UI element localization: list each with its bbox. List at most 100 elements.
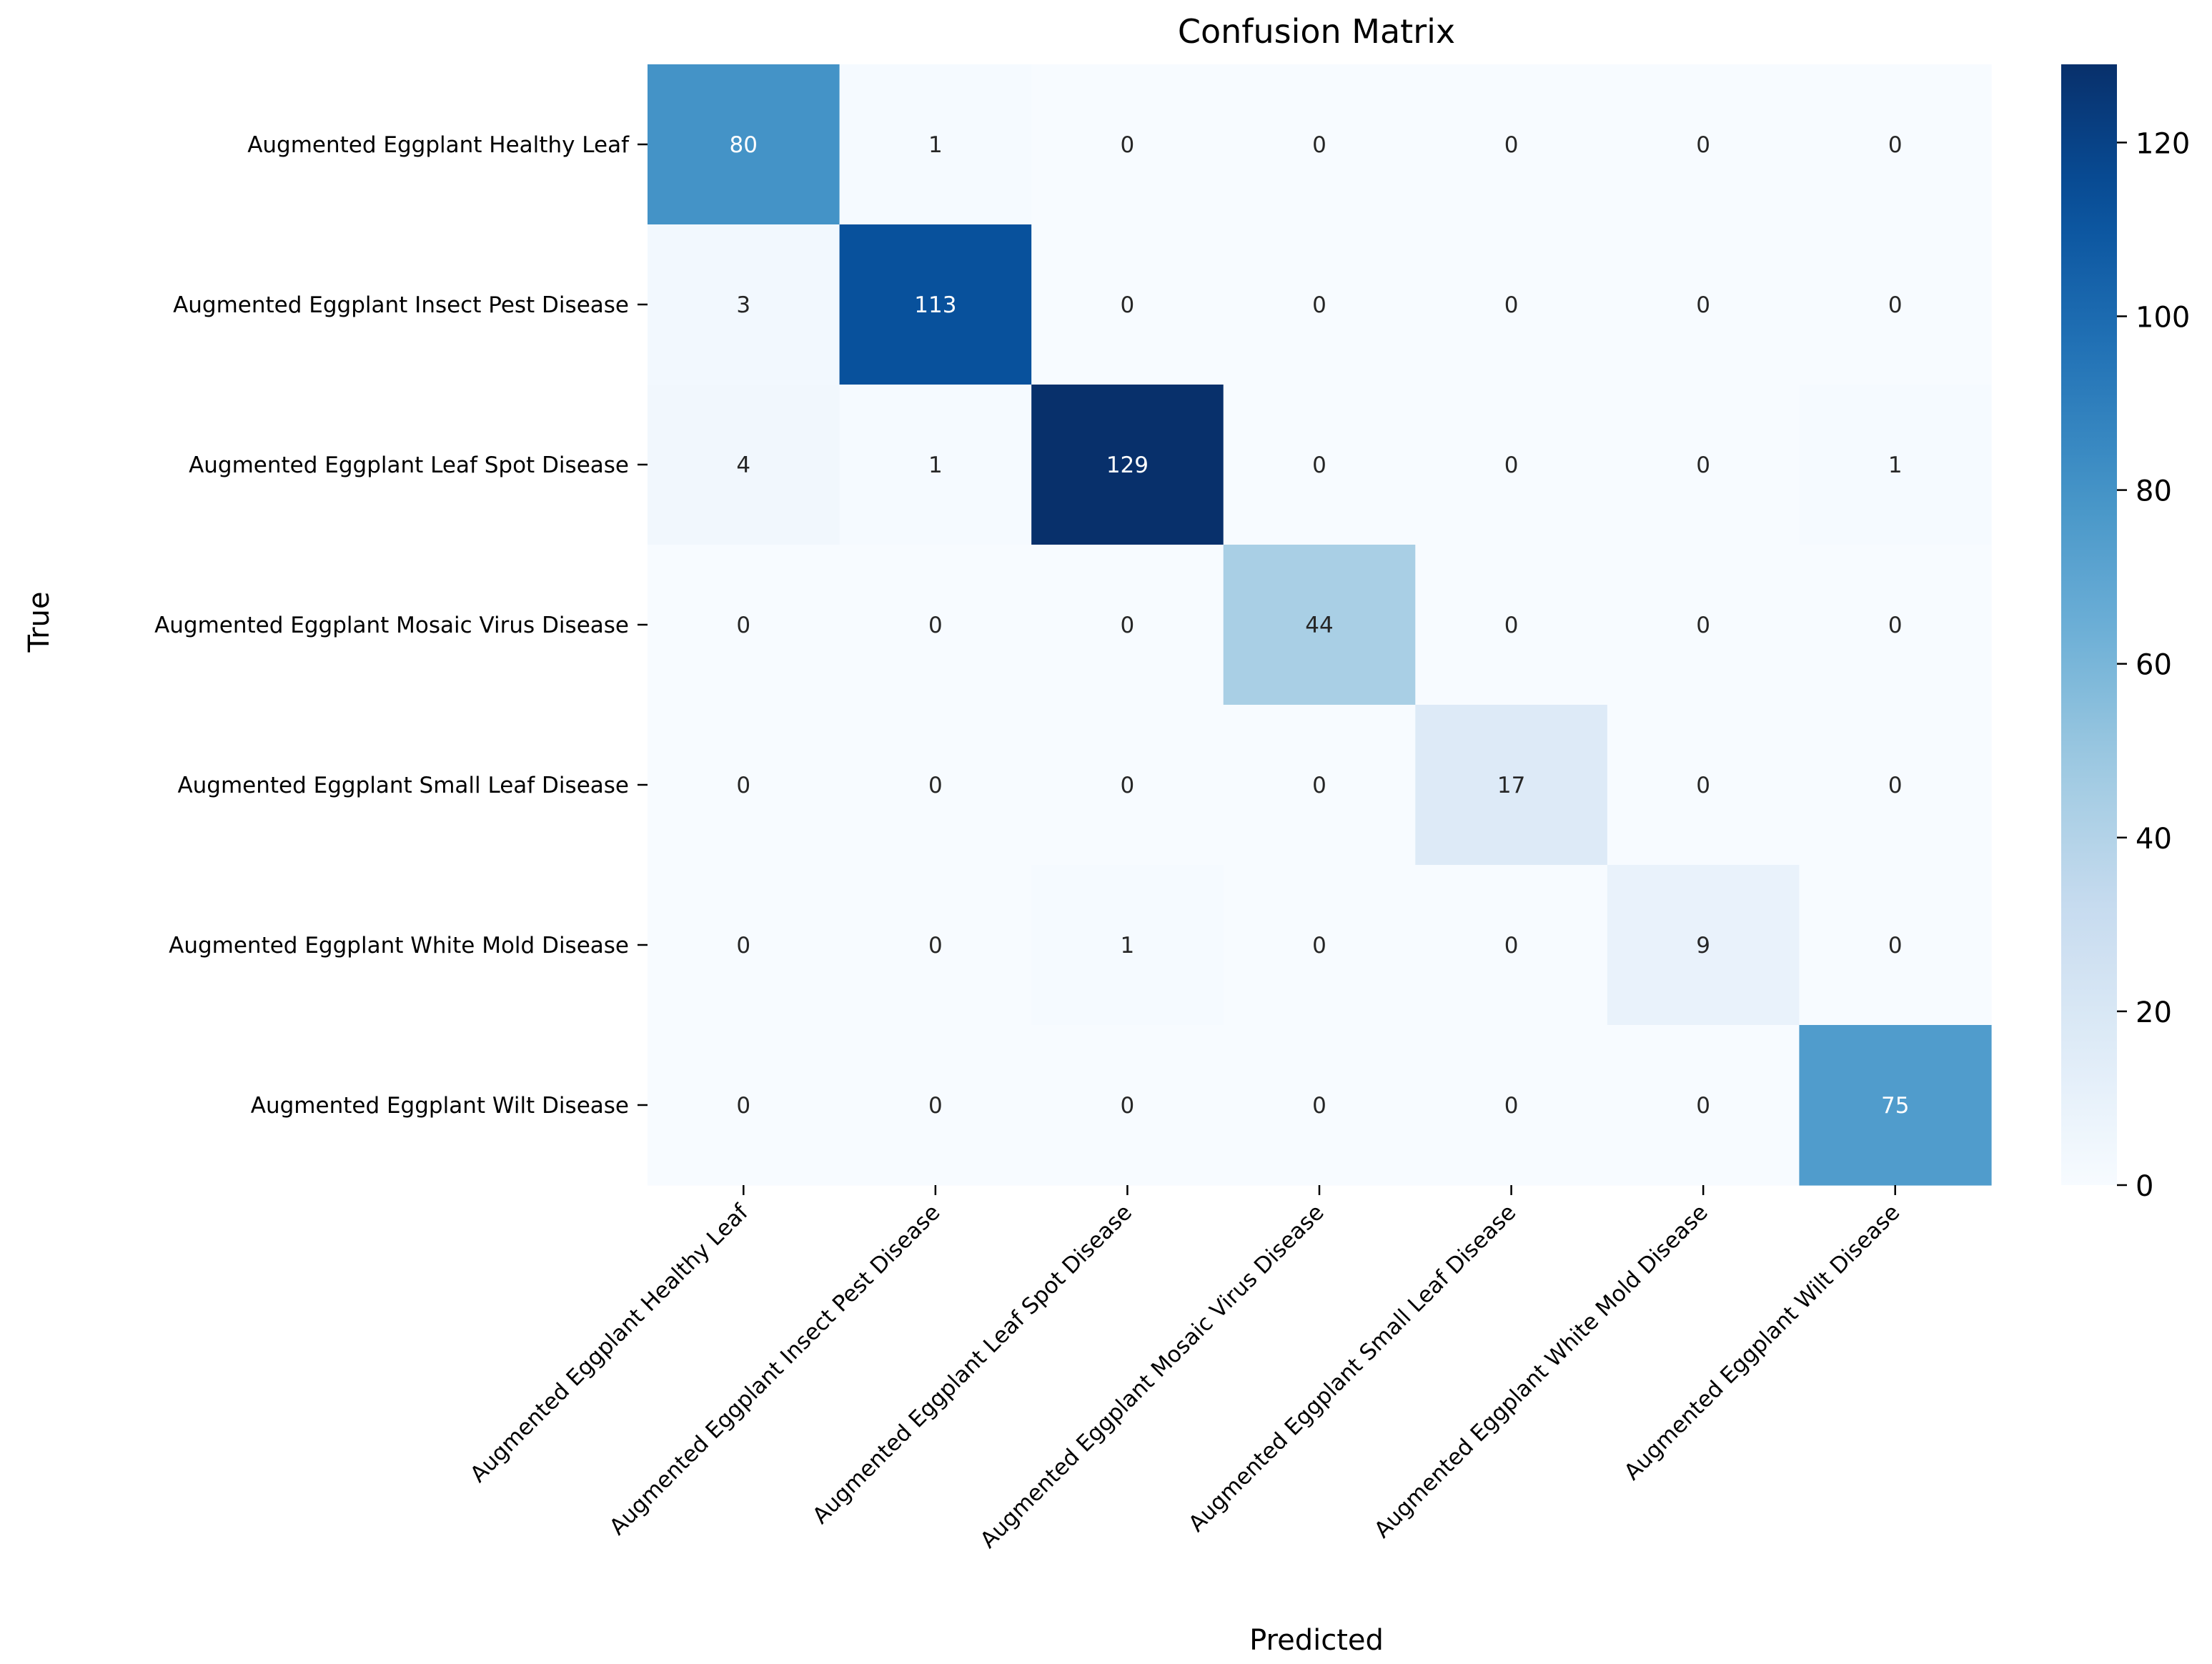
cell-value-r4-c5: 0 bbox=[1696, 773, 1710, 798]
cell-value-r1-c1: 113 bbox=[914, 292, 956, 318]
cell-value-r2-c3: 0 bbox=[1312, 452, 1326, 478]
cell-value-r3-c5: 0 bbox=[1696, 613, 1710, 638]
heatmap-cell-r6-c2 bbox=[1031, 1025, 1224, 1186]
heatmap-cell-r3-c0 bbox=[648, 545, 840, 705]
cell-value-r4-c2: 0 bbox=[1121, 773, 1135, 798]
x-axis-label: Predicted bbox=[1249, 1624, 1384, 1657]
heatmap-cell-r0-c1 bbox=[839, 64, 1032, 225]
colorbar-tick-label-6: 120 bbox=[2136, 127, 2190, 160]
heatmap-cell-r1-c5 bbox=[1607, 224, 1800, 385]
cell-value-r3-c0: 0 bbox=[736, 613, 750, 638]
cell-value-r1-c5: 0 bbox=[1696, 292, 1710, 318]
colorbar-gradient bbox=[2061, 64, 2117, 1185]
heatmap-cell-r4-c2 bbox=[1031, 705, 1224, 866]
cell-value-r5-c6: 0 bbox=[1888, 933, 1903, 959]
x-tick-label-1: Augmented Eggplant Insect Pest Disease bbox=[605, 1199, 946, 1540]
heatmap-cell-r5-c5 bbox=[1607, 865, 1800, 1026]
cell-value-r1-c6: 0 bbox=[1888, 292, 1903, 318]
heatmap-cell-r2-c0 bbox=[648, 385, 840, 545]
cell-value-r0-c4: 0 bbox=[1504, 132, 1519, 158]
cell-value-r3-c2: 0 bbox=[1121, 613, 1135, 638]
x-axis: Augmented Eggplant Healthy LeafAugmented… bbox=[465, 1185, 1905, 1553]
cell-value-r1-c2: 0 bbox=[1121, 292, 1135, 318]
heatmap-cell-r6-c6 bbox=[1799, 1025, 1992, 1186]
y-tick-label-6: Augmented Eggplant Wilt Disease bbox=[251, 1093, 629, 1119]
heatmap-cell-r3-c5 bbox=[1607, 545, 1800, 705]
heatmap-cell-r1-c3 bbox=[1223, 224, 1416, 385]
colorbar-tick-label-1: 20 bbox=[2136, 996, 2172, 1029]
heatmap-cell-r6-c0 bbox=[648, 1025, 840, 1186]
heatmap-cell-r3-c1 bbox=[839, 545, 1032, 705]
x-tick-label-3: Augmented Eggplant Mosaic Virus Disease bbox=[976, 1199, 1329, 1553]
heatmap-cell-r5-c2 bbox=[1031, 865, 1224, 1026]
cell-value-r6-c2: 0 bbox=[1121, 1093, 1135, 1119]
cell-value-r6-c1: 0 bbox=[928, 1093, 943, 1119]
cell-value-r6-c0: 0 bbox=[736, 1093, 750, 1119]
cell-value-r3-c4: 0 bbox=[1504, 613, 1519, 638]
heatmap-cell-r6-c3 bbox=[1223, 1025, 1416, 1186]
heatmap-cell-r0-c4 bbox=[1415, 64, 1608, 225]
cell-value-r4-c3: 0 bbox=[1312, 773, 1326, 798]
y-tick-label-5: Augmented Eggplant White Mold Disease bbox=[169, 933, 629, 959]
heatmap-cell-r4-c5 bbox=[1607, 705, 1800, 866]
cell-value-r1-c0: 3 bbox=[736, 292, 750, 318]
cell-value-r3-c6: 0 bbox=[1888, 613, 1903, 638]
heatmap-cell-r5-c0 bbox=[648, 865, 840, 1026]
y-axis: Augmented Eggplant Healthy LeafAugmented… bbox=[154, 132, 648, 1119]
y-tick-label-2: Augmented Eggplant Leaf Spot Disease bbox=[189, 452, 629, 478]
heatmap-cell-r2-c6 bbox=[1799, 385, 1992, 545]
y-axis-label: True bbox=[23, 592, 56, 653]
cell-value-r6-c6: 75 bbox=[1881, 1093, 1909, 1119]
cell-value-r0-c0: 80 bbox=[730, 132, 758, 158]
colorbar-tick-label-0: 0 bbox=[2136, 1170, 2153, 1203]
cell-value-r0-c1: 1 bbox=[928, 132, 943, 158]
heatmap-cell-r5-c4 bbox=[1415, 865, 1608, 1026]
cell-value-r5-c2: 1 bbox=[1121, 933, 1135, 959]
colorbar-tick-label-4: 80 bbox=[2136, 475, 2172, 508]
y-tick-label-3: Augmented Eggplant Mosaic Virus Disease bbox=[154, 613, 629, 638]
heatmap-cell-r0-c0 bbox=[648, 64, 840, 225]
x-tick-label-2: Augmented Eggplant Leaf Spot Disease bbox=[808, 1199, 1137, 1529]
y-tick-label-0: Augmented Eggplant Healthy Leaf bbox=[247, 132, 630, 158]
cell-value-r4-c1: 0 bbox=[928, 773, 943, 798]
heatmap-cells bbox=[648, 64, 1992, 1186]
heatmap-cell-r1-c0 bbox=[648, 224, 840, 385]
heatmap-cell-r2-c3 bbox=[1223, 385, 1416, 545]
heatmap-cell-r2-c4 bbox=[1415, 385, 1608, 545]
heatmap-cell-r1-c6 bbox=[1799, 224, 1992, 385]
chart-title: Confusion Matrix bbox=[1178, 12, 1455, 51]
cell-value-r3-c1: 0 bbox=[928, 613, 943, 638]
heatmap-cell-r0-c5 bbox=[1607, 64, 1800, 225]
heatmap-cell-r1-c2 bbox=[1031, 224, 1224, 385]
cell-value-r2-c1: 1 bbox=[928, 452, 943, 478]
heatmap-cell-r2-c1 bbox=[839, 385, 1032, 545]
heatmap-cell-r6-c1 bbox=[839, 1025, 1032, 1186]
cell-value-r5-c0: 0 bbox=[736, 933, 750, 959]
cell-value-r4-c0: 0 bbox=[736, 773, 750, 798]
cell-value-r1-c4: 0 bbox=[1504, 292, 1519, 318]
heatmap-cell-r0-c2 bbox=[1031, 64, 1224, 225]
heatmap-cell-r0-c3 bbox=[1223, 64, 1416, 225]
heatmap-cell-r5-c6 bbox=[1799, 865, 1992, 1026]
heatmap-cell-r5-c3 bbox=[1223, 865, 1416, 1026]
heatmap-cell-r1-c4 bbox=[1415, 224, 1608, 385]
cell-value-r5-c4: 0 bbox=[1504, 933, 1519, 959]
colorbar-tick-label-5: 100 bbox=[2136, 301, 2190, 334]
heatmap-cell-r4-c0 bbox=[648, 705, 840, 866]
heatmap-cell-r1-c1 bbox=[839, 224, 1032, 385]
cell-value-r2-c0: 4 bbox=[736, 452, 750, 478]
cell-value-r4-c4: 17 bbox=[1497, 773, 1525, 798]
cell-value-r2-c4: 0 bbox=[1504, 452, 1519, 478]
heatmap-cell-r4-c4 bbox=[1415, 705, 1608, 866]
colorbar-tick-label-2: 40 bbox=[2136, 823, 2172, 856]
heatmap-cell-r6-c5 bbox=[1607, 1025, 1800, 1186]
heatmap-cell-r2-c5 bbox=[1607, 385, 1800, 545]
cell-value-r6-c3: 0 bbox=[1312, 1093, 1326, 1119]
y-tick-label-1: Augmented Eggplant Insect Pest Disease bbox=[173, 292, 629, 318]
cell-value-r0-c3: 0 bbox=[1312, 132, 1326, 158]
heatmap-cell-r4-c1 bbox=[839, 705, 1032, 866]
cell-value-r0-c2: 0 bbox=[1121, 132, 1135, 158]
